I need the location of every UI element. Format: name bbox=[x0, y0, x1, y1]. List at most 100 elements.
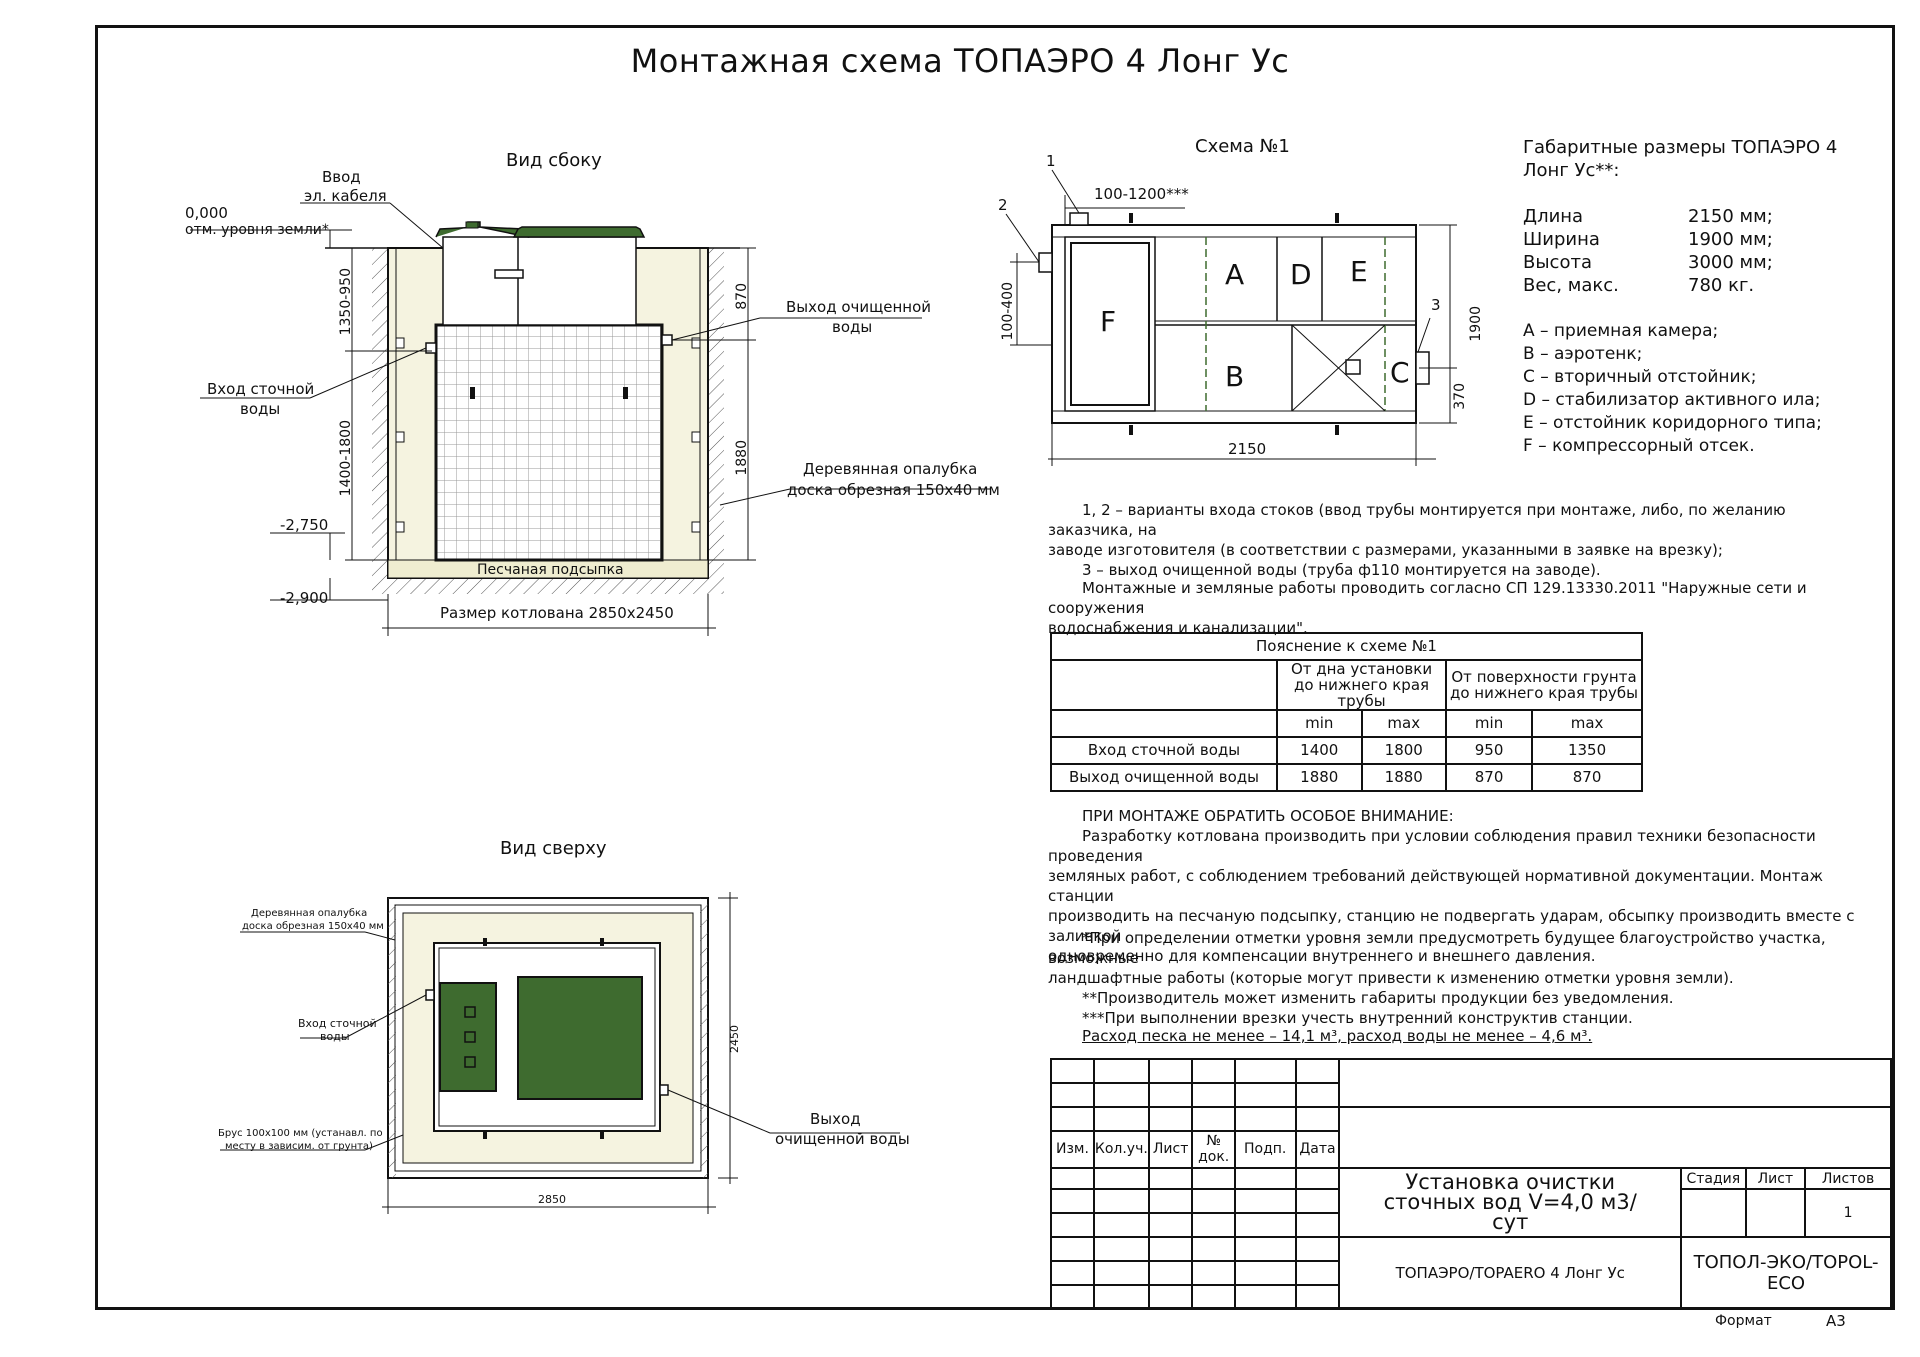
stamp-cell bbox=[1191, 1105, 1236, 1132]
dimensions-heading-1: Габаритные размеры ТОПАЭРО 4 bbox=[1523, 137, 1838, 158]
stamp-cell bbox=[1147, 1284, 1194, 1310]
table-row-label: Вход сточной воды bbox=[1050, 736, 1278, 765]
table-max-1: max bbox=[1360, 709, 1448, 738]
stamp-cell bbox=[1092, 1105, 1150, 1132]
works-line-1: Монтажные и земляные работы проводить со… bbox=[1048, 579, 1807, 617]
table-cell: 870 bbox=[1531, 763, 1643, 792]
variants-line-2: заводе изготовителя (в соответствии с ра… bbox=[1048, 541, 1723, 559]
stamp-cell bbox=[1050, 1105, 1095, 1132]
stamp-cell bbox=[1294, 1236, 1341, 1263]
stamp-cell bbox=[1233, 1284, 1297, 1310]
scheme-marker-2: 2 bbox=[998, 196, 1008, 214]
attention-title: ПРИ МОНТАЖЕ ОБРАТИТЬ ОСОБОЕ ВНИМАНИЕ: bbox=[1082, 807, 1454, 825]
stamp-cell bbox=[1191, 1188, 1236, 1215]
top-formwork-label-2: доска обрезная 150х40 мм bbox=[242, 921, 384, 932]
inlet-label-2: воды bbox=[240, 400, 281, 418]
table-title: Пояснение к схеме №1 bbox=[1050, 632, 1643, 661]
format-label: Формат bbox=[1715, 1313, 1772, 1329]
level-2750: -2,750 bbox=[280, 516, 329, 534]
level-2900: -2,900 bbox=[280, 589, 329, 607]
stamp-cell bbox=[1050, 1236, 1095, 1263]
title-block: Изм. Кол.уч. Лист № док. Подп. Дата Уста… bbox=[1050, 1058, 1892, 1310]
stamp-col-date: Дата bbox=[1294, 1129, 1341, 1169]
stamp-cell bbox=[1092, 1260, 1150, 1287]
top-view-heading: Вид сверху bbox=[500, 838, 607, 859]
stamp-cell bbox=[1050, 1166, 1095, 1191]
stamp-cell bbox=[1092, 1081, 1150, 1108]
stamp-col-izm: Изм. bbox=[1050, 1129, 1095, 1169]
stamp-cell bbox=[1744, 1188, 1807, 1239]
stamp-cell bbox=[1233, 1166, 1297, 1191]
scheme-explanation-table: Пояснение к схеме №1 От дна установки до… bbox=[1050, 632, 1643, 792]
ground-level-value: 0,000 bbox=[185, 204, 228, 222]
table-cell: 870 bbox=[1445, 763, 1534, 792]
stamp-cell bbox=[1294, 1284, 1341, 1310]
attention-notes: ПРИ МОНТАЖЕ ОБРАТИТЬ ОСОБОЕ ВНИМАНИЕ: Ра… bbox=[1048, 806, 1868, 966]
variants-line-1: 1, 2 – варианты входа стоков (ввод трубы… bbox=[1048, 501, 1786, 539]
stamp-cell bbox=[1191, 1212, 1236, 1239]
attention-line-3: производить на песчаную подсыпку, станци… bbox=[1048, 907, 1855, 945]
stamp-col-kol: Кол.уч. bbox=[1092, 1129, 1150, 1169]
scheme-dim-right-small: 370 bbox=[1452, 383, 1468, 410]
table-cell: 1350 bbox=[1531, 736, 1643, 765]
table-empty-sub bbox=[1050, 709, 1278, 738]
consumption-note: Расход песка не менее – 14,1 м³, расход … bbox=[1048, 1026, 1868, 1046]
stamp-cell bbox=[1191, 1166, 1236, 1191]
legend-f: F – компрессорный отсек. bbox=[1523, 436, 1755, 456]
dim-height-label: Высота bbox=[1523, 252, 1592, 273]
top-inlet-label-2: воды bbox=[320, 1030, 350, 1043]
top-formwork-label-1: Деревянная опалубка bbox=[251, 908, 368, 919]
stamp-cell bbox=[1147, 1058, 1194, 1084]
cable-input-label-1: Ввод bbox=[322, 168, 361, 186]
stamp-cell bbox=[1191, 1058, 1236, 1084]
section-a: A bbox=[1225, 258, 1245, 291]
stamp-stage-label: Стадия bbox=[1680, 1166, 1747, 1191]
stamp-cell bbox=[1294, 1058, 1341, 1084]
formwork-label-2: доска обрезная 150х40 мм bbox=[787, 481, 1000, 499]
scheme-dim-bottom: 2150 bbox=[1228, 440, 1267, 458]
stamp-sheet-label: Лист bbox=[1744, 1166, 1807, 1191]
stamp-cell bbox=[1294, 1188, 1341, 1215]
stamp-cell bbox=[1294, 1081, 1341, 1108]
cable-input-label-2: эл. кабеля bbox=[304, 187, 387, 205]
stamp-cell bbox=[1338, 1105, 1892, 1169]
attention-line-4: одновременно для компенсации внутреннего… bbox=[1048, 947, 1596, 965]
top-outlet-label-1: Выход bbox=[810, 1110, 861, 1128]
scheme-marker-3: 3 bbox=[1431, 296, 1441, 314]
stamp-cell bbox=[1092, 1166, 1150, 1191]
section-d: D bbox=[1290, 258, 1312, 291]
table-cell: 1880 bbox=[1276, 763, 1363, 792]
stamp-cell bbox=[1233, 1260, 1297, 1287]
stamp-cell bbox=[1233, 1081, 1297, 1108]
scheme-dim-top: 100-1200*** bbox=[1094, 185, 1189, 203]
variants-notes: 1, 2 – варианты входа стоков (ввод трубы… bbox=[1048, 500, 1868, 580]
stamp-cell bbox=[1050, 1081, 1095, 1108]
stamp-object-name: Установка очистки сточных вод V=4,0 м3/с… bbox=[1338, 1166, 1683, 1239]
table-cell: 1800 bbox=[1360, 736, 1448, 765]
attention-line-1: Разработку котлована производить при усл… bbox=[1048, 827, 1816, 865]
table-min-2: min bbox=[1445, 709, 1534, 738]
table-group-2: От поверхности грунта до нижнего края тр… bbox=[1445, 659, 1643, 711]
inlet-label-1: Вход сточной bbox=[207, 380, 315, 398]
side-view-heading: Вид сбоку bbox=[506, 150, 602, 171]
variants-line-3: 3 – выход очищенной воды (труба ф110 мон… bbox=[1082, 561, 1601, 579]
stamp-cell bbox=[1191, 1081, 1236, 1108]
dim-length-value: 2150 мм; bbox=[1688, 206, 1773, 227]
stamp-cell bbox=[1050, 1188, 1095, 1215]
footnote-2: **Производитель может изменить габариты … bbox=[1082, 989, 1674, 1007]
section-c: C bbox=[1390, 356, 1410, 389]
stamp-cell bbox=[1092, 1188, 1150, 1215]
dim-width-label: Ширина bbox=[1523, 229, 1600, 250]
beam-label-2: месту в зависим. от грунта) bbox=[225, 1141, 373, 1152]
stamp-cell bbox=[1294, 1105, 1341, 1132]
table-empty-header bbox=[1050, 659, 1278, 711]
stamp-sheets-value: 1 bbox=[1804, 1188, 1892, 1239]
stamp-cell bbox=[1233, 1105, 1297, 1132]
legend-d: D – стабилизатор активного ила; bbox=[1523, 390, 1821, 410]
stamp-cell bbox=[1294, 1260, 1341, 1287]
attention-line-2: земляных работ, с соблюдением требований… bbox=[1048, 867, 1824, 905]
stamp-cell bbox=[1147, 1188, 1194, 1215]
top-outlet-label-2: очищенной воды bbox=[775, 1130, 910, 1148]
stamp-cell bbox=[1147, 1236, 1194, 1263]
